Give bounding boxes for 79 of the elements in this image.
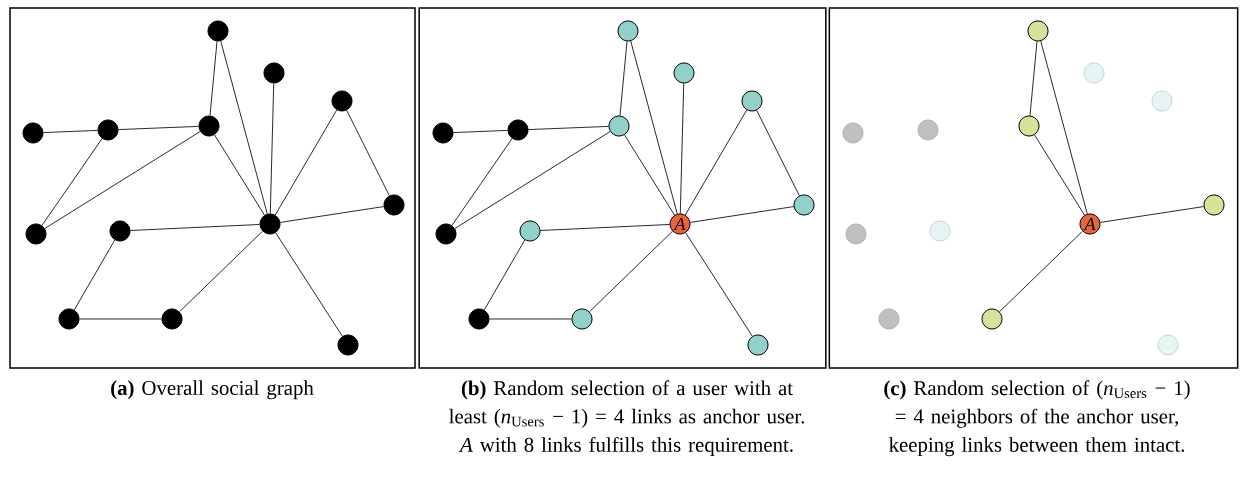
link-line [756, 109, 800, 196]
graph-node [793, 194, 815, 216]
link-line [43, 130, 98, 133]
link-line [220, 40, 268, 215]
graph-node [97, 119, 119, 141]
link-line [73, 239, 116, 311]
graph-node [383, 194, 405, 216]
link-line [130, 224, 260, 231]
link-line [1029, 41, 1038, 116]
link-line [454, 131, 611, 229]
graph-node [878, 308, 900, 330]
graph-node [1018, 115, 1040, 137]
link-line [1040, 40, 1088, 215]
link-line [279, 206, 385, 223]
graph-node [845, 223, 867, 245]
link-line [679, 83, 685, 214]
anchor-node: A [669, 213, 691, 235]
link-line [44, 131, 201, 229]
graph-node [747, 334, 769, 356]
graph-node [432, 122, 454, 144]
graph-node [917, 119, 939, 141]
graph-node [198, 115, 220, 137]
panel-title: (a) Overall social graph [111, 380, 314, 400]
link-line [999, 230, 1083, 313]
link-line [209, 41, 218, 116]
graph-node [507, 119, 529, 141]
graph-node [25, 223, 47, 245]
graph-node [741, 90, 763, 112]
link-line [451, 138, 513, 226]
graph-node [263, 62, 285, 84]
graph-node [435, 223, 457, 245]
link-line [179, 230, 263, 313]
graph-node [1151, 90, 1173, 112]
link-line [689, 206, 795, 223]
panel-title: (b) Random selection of a user with at least (n$_{Users}$ − 1) = 4 links as anchor user. A with 8 links fulfills this requirement. [449, 380, 804, 457]
link-line [528, 126, 609, 130]
link-line [1034, 134, 1085, 216]
graph-node [331, 90, 353, 112]
graph-node [1203, 194, 1225, 216]
graph-node [929, 220, 951, 242]
link-line [453, 130, 508, 133]
link-line [118, 126, 199, 130]
graph-node [337, 334, 359, 356]
link-line [630, 40, 678, 215]
link-line [684, 109, 748, 216]
anchor-node: A [1079, 213, 1101, 235]
graph-node [259, 213, 281, 235]
graph-node [207, 20, 229, 42]
graph-node [842, 122, 864, 144]
graph-node [981, 308, 1003, 330]
link-line [346, 109, 390, 196]
graph-node [161, 308, 183, 330]
graph-node [468, 308, 490, 330]
graph-node [58, 308, 80, 330]
graph-node [608, 115, 630, 137]
link-line [589, 230, 673, 313]
link-line [41, 138, 103, 226]
graph-node [617, 20, 639, 42]
link-line [79, 318, 162, 320]
link-line [483, 239, 526, 311]
graph-node [1083, 62, 1105, 84]
graph-node [1027, 20, 1049, 42]
graph-node [519, 220, 541, 242]
link-line [274, 109, 338, 216]
graph-node [571, 308, 593, 330]
graph-node [673, 62, 695, 84]
graph-node [22, 122, 44, 144]
link-line [685, 232, 753, 337]
link-line [540, 224, 670, 231]
link-line [489, 318, 572, 320]
panel-title: (c) Random selection of (n$_{Users}$ − 1) = 4 neighbors of the anchor user, keeping links between them intact. [884, 380, 1190, 457]
link-line [269, 83, 275, 214]
link-line [275, 232, 343, 337]
link-line [1099, 206, 1205, 223]
graph-node [1157, 334, 1179, 356]
link-line [624, 134, 675, 216]
link-line [214, 134, 265, 216]
graph-node [109, 220, 131, 242]
link-line [619, 41, 628, 116]
